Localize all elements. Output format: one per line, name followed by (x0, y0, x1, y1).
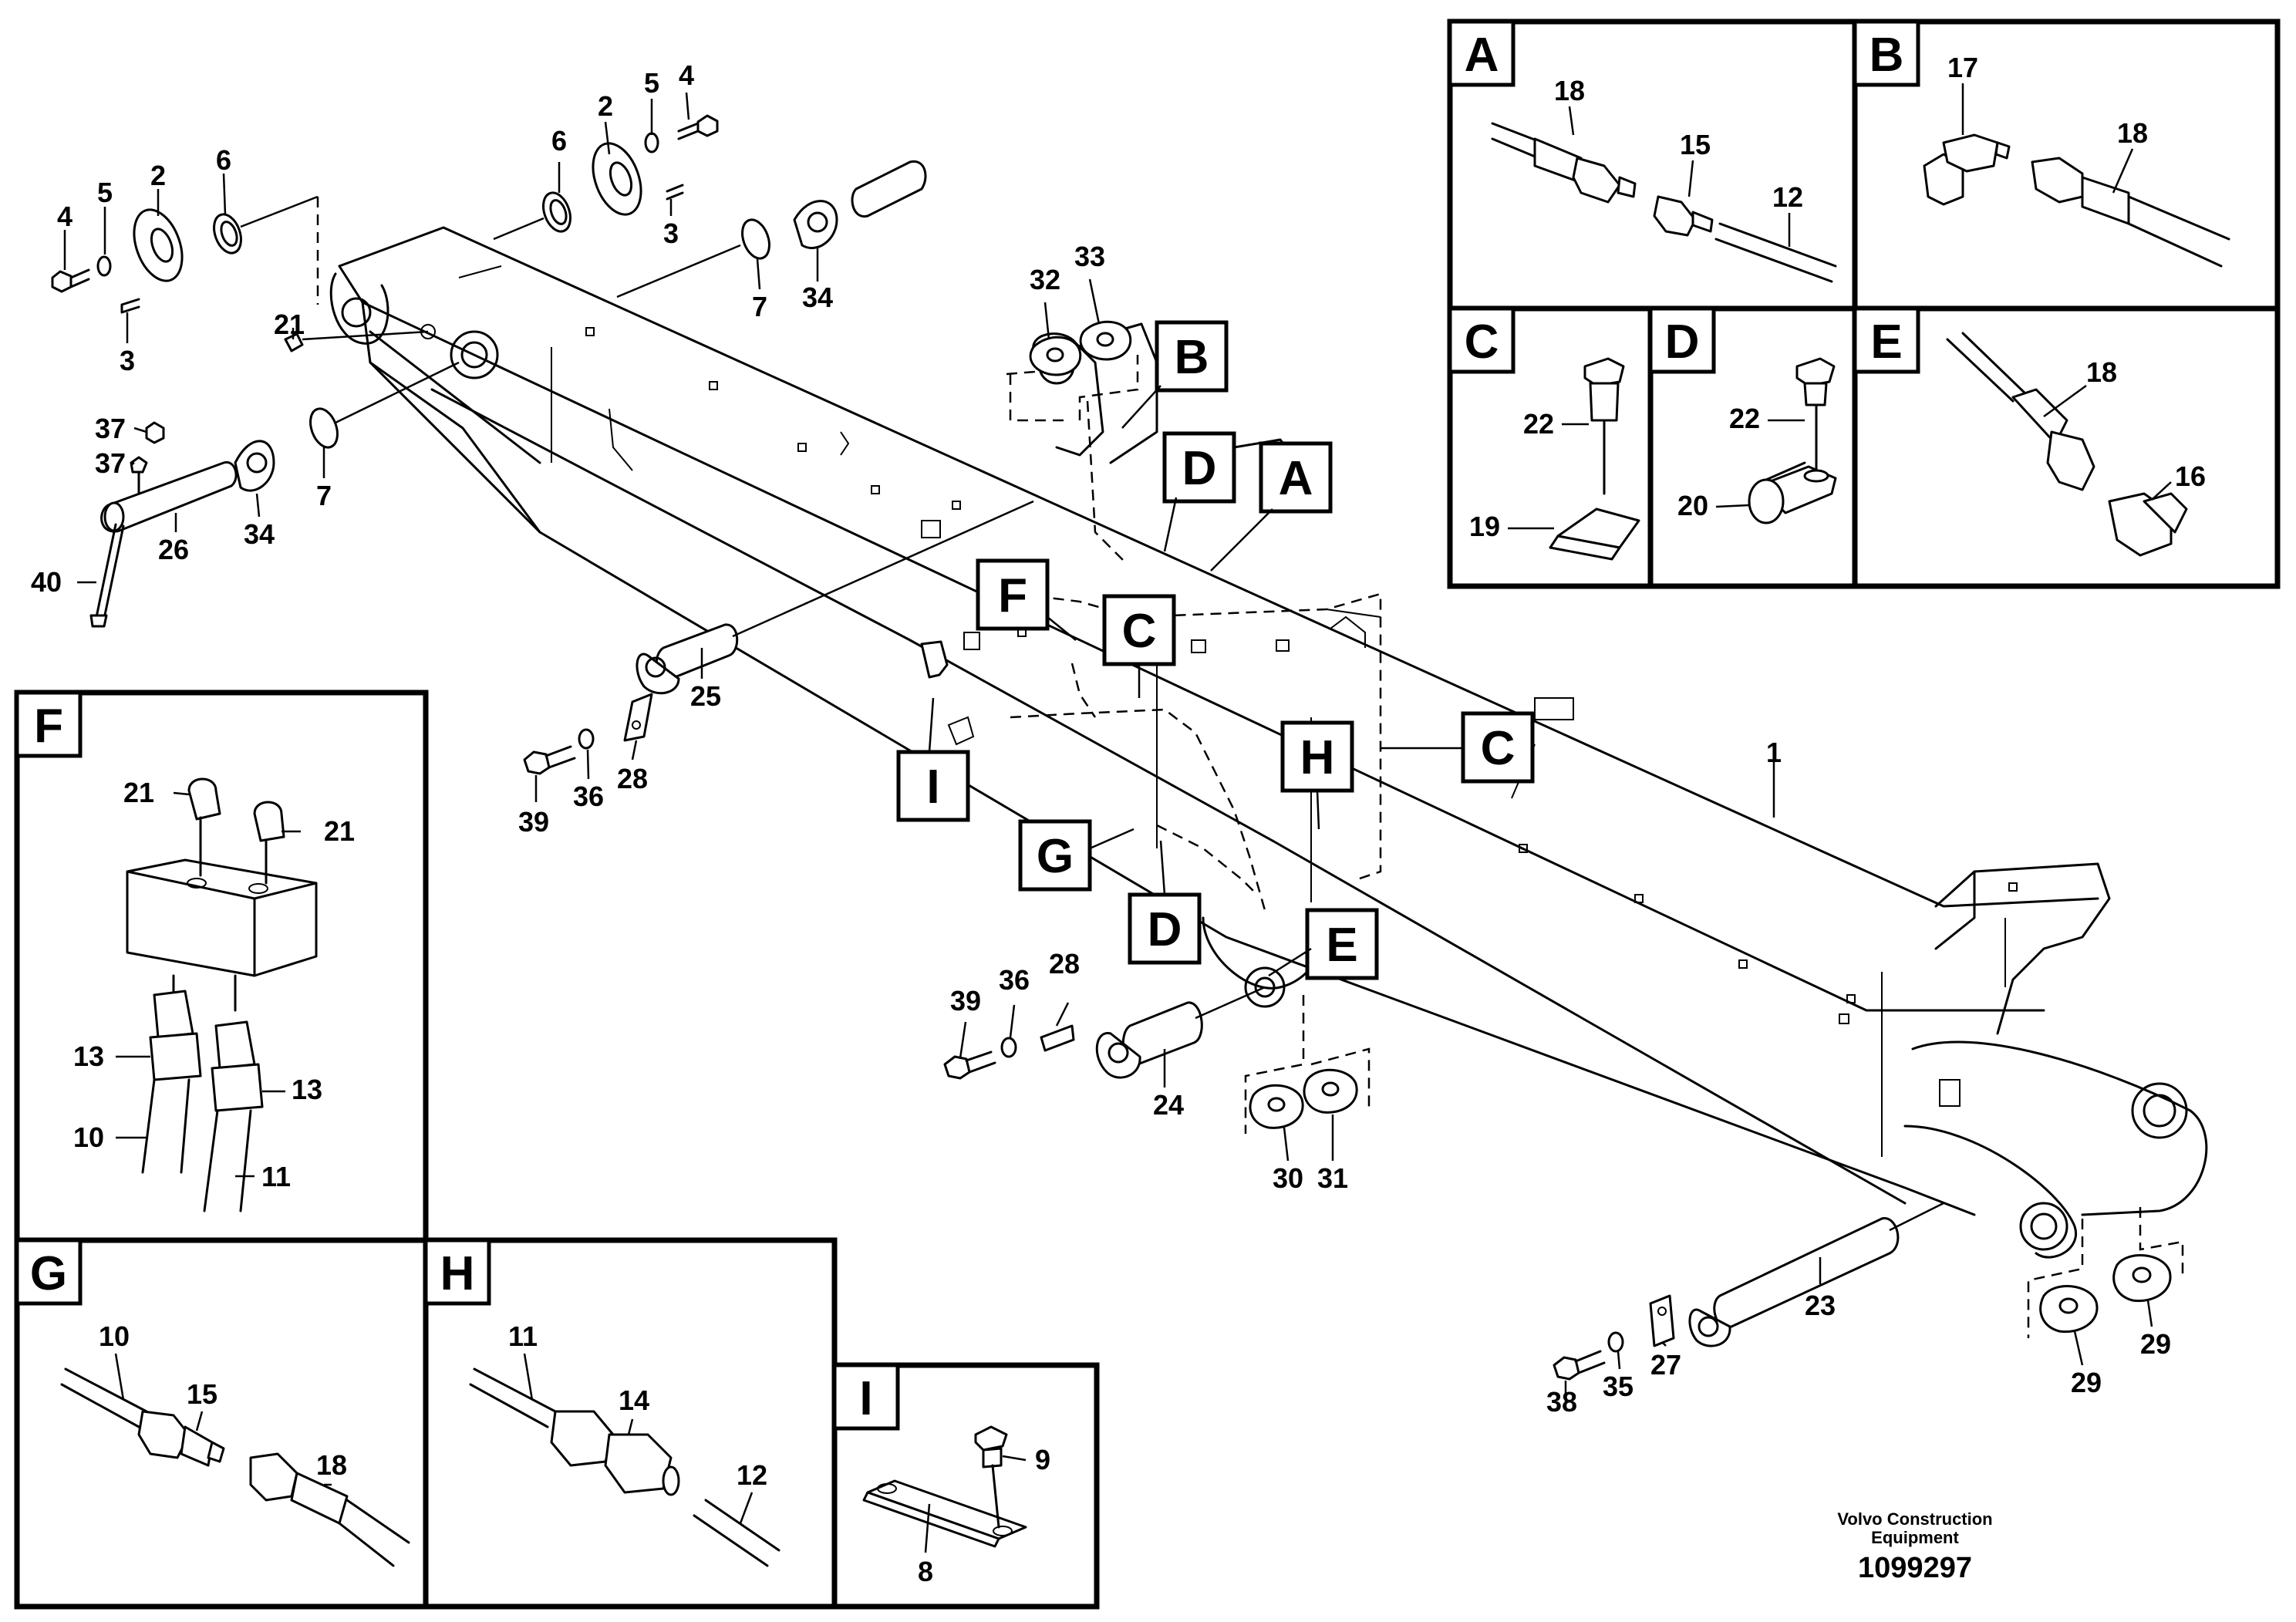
panel-B-letter: B (1870, 29, 1904, 82)
label-36-right: 36 (999, 964, 1030, 996)
detail-panels-bottom-left: F G H (14, 690, 1100, 1610)
label-25: 25 (690, 680, 721, 712)
label-34-right: 34 (802, 282, 833, 313)
detail-panels-top-right: A B C D E (1447, 19, 2281, 589)
label-37-top: 37 (95, 413, 126, 444)
label-F-21-right: 21 (324, 815, 355, 847)
label-G-10: 10 (99, 1320, 130, 1352)
label-34-left: 34 (244, 518, 275, 550)
front-pin-parts (51, 114, 1139, 628)
brand-line-2: Equipment (1871, 1528, 1959, 1547)
boom-body (329, 226, 2208, 1259)
label-4-right: 4 (679, 59, 694, 91)
label-G-15: 15 (187, 1378, 217, 1410)
label-5-left: 5 (97, 177, 113, 208)
label-E-16: 16 (2175, 460, 2206, 492)
label-2-right: 2 (598, 90, 613, 122)
label-H-12: 12 (737, 1459, 767, 1491)
label-D-20: 20 (1677, 490, 1708, 521)
label-27: 27 (1650, 1349, 1681, 1381)
label-38: 38 (1546, 1386, 1577, 1418)
label-5-right: 5 (644, 67, 659, 99)
label-29-right: 29 (2140, 1328, 2171, 1360)
panel-G-letter: G (30, 1247, 67, 1300)
label-F-10: 10 (73, 1121, 104, 1153)
boom-callouts: B D A F C C H I G D (896, 320, 1535, 980)
part-number-labels: 4 5 2 6 3 6 2 5 4 3 7 34 21 37 37 34 7 2… (31, 52, 2206, 1587)
label-26: 26 (158, 534, 189, 565)
label-2-left: 2 (150, 160, 166, 191)
panel-A-letter: A (1465, 29, 1499, 82)
label-D-22: 22 (1729, 403, 1760, 434)
label-F-11: 11 (261, 1161, 291, 1192)
label-37-bottom: 37 (95, 447, 126, 479)
label-36-left: 36 (573, 781, 604, 812)
label-6-left: 6 (216, 144, 231, 176)
label-F-13-right: 13 (292, 1074, 322, 1105)
label-7-left: 7 (316, 480, 332, 511)
label-A-12: 12 (1772, 181, 1803, 213)
callout-B: B (1175, 331, 1209, 384)
panel-D-letter: D (1665, 315, 1700, 369)
callout-D-bottom: D (1148, 903, 1182, 956)
label-G-18: 18 (316, 1449, 347, 1481)
callout-C-middle: C (1122, 605, 1157, 658)
callout-C-right: C (1481, 722, 1515, 775)
leader-lines (63, 92, 2153, 1404)
callout-H: H (1300, 731, 1335, 784)
brand-caption: Volvo Construction Equipment (1788, 1510, 2042, 1547)
label-33: 33 (1074, 241, 1105, 272)
callout-A: A (1279, 452, 1313, 505)
label-H-11: 11 (508, 1320, 538, 1352)
panel-I-letter: I (859, 1372, 872, 1425)
label-C-22: 22 (1523, 408, 1554, 440)
label-21: 21 (274, 309, 305, 340)
label-30: 30 (1273, 1162, 1303, 1194)
panel-F-letter: F (34, 700, 63, 753)
label-4-left: 4 (57, 201, 72, 232)
callout-I: I (926, 760, 939, 814)
middle-pin-parts (523, 500, 2184, 1381)
panel-E-letter: E (1870, 315, 1902, 369)
callout-E: E (1326, 919, 1357, 972)
label-28-right: 28 (1049, 948, 1080, 980)
panel-H-letter: H (440, 1247, 475, 1300)
label-I-8: 8 (918, 1556, 933, 1587)
label-C-19: 19 (1469, 511, 1500, 542)
callout-D-top: D (1182, 442, 1217, 495)
label-B-17: 17 (1947, 52, 1978, 83)
label-F-13-left: 13 (73, 1040, 104, 1072)
label-23: 23 (1805, 1290, 1836, 1321)
label-E-18: 18 (2086, 356, 2117, 388)
label-7-right: 7 (752, 291, 767, 322)
label-6-right: 6 (551, 125, 567, 157)
label-B-18: 18 (2117, 117, 2148, 149)
label-39-left: 39 (518, 806, 549, 838)
label-35: 35 (1603, 1371, 1633, 1402)
label-I-9: 9 (1035, 1444, 1050, 1475)
label-1: 1 (1766, 737, 1782, 768)
label-A-15: 15 (1680, 129, 1711, 160)
label-24: 24 (1153, 1089, 1184, 1121)
callout-F: F (998, 569, 1027, 622)
label-H-14: 14 (619, 1384, 649, 1416)
label-28-left: 28 (617, 763, 648, 794)
label-31: 31 (1317, 1162, 1348, 1194)
label-A-18: 18 (1554, 75, 1585, 106)
panel-C-letter: C (1465, 315, 1499, 369)
label-39-right: 39 (950, 985, 981, 1017)
label-F-21-left: 21 (123, 777, 154, 808)
brand-line-1: Volvo Construction (1837, 1509, 1993, 1529)
callout-G: G (1037, 830, 1074, 883)
label-40: 40 (31, 566, 62, 598)
label-3-right: 3 (663, 218, 679, 249)
label-29-left: 29 (2071, 1367, 2102, 1398)
label-3-left: 3 (120, 345, 135, 376)
label-32: 32 (1030, 264, 1060, 295)
document-number: 1099297 (1858, 1552, 1972, 1584)
